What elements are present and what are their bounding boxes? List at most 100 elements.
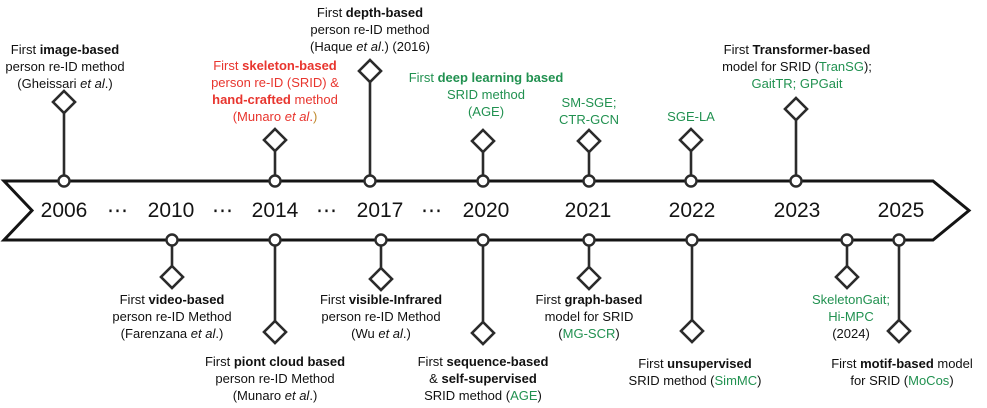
text-segment: et al bbox=[284, 109, 310, 124]
annotation-line: (2024) bbox=[812, 325, 890, 342]
annotation-line: First graph-based bbox=[536, 291, 643, 308]
text-segment: & bbox=[429, 371, 442, 386]
method-name: TranSG bbox=[818, 59, 864, 74]
annotation-line: First visible-Infrared bbox=[320, 291, 442, 308]
annotation-line: model for SRID bbox=[536, 308, 643, 325]
diamond-icon bbox=[470, 320, 496, 346]
year-label-2021: 2021 bbox=[564, 199, 612, 222]
annotation-line: First image-based bbox=[5, 41, 124, 58]
annotation-line: First piont cloud based bbox=[205, 353, 345, 370]
annotation-line: SM-SGE; bbox=[559, 94, 619, 111]
text-segment: et al bbox=[356, 39, 381, 54]
text-segment: person re-ID Method bbox=[215, 371, 335, 386]
diamond-icon bbox=[783, 96, 809, 122]
annotation-line: hand-crafted method bbox=[211, 91, 339, 108]
milestone-marker-2021-top bbox=[576, 128, 602, 188]
year-label-2014: 2014 bbox=[251, 199, 299, 222]
annotation-line: person re-ID (SRID) & bbox=[211, 74, 339, 91]
text-segment: et al bbox=[378, 326, 403, 341]
diamond-icon bbox=[470, 128, 496, 154]
annotation-line: person re-ID Method bbox=[320, 308, 442, 325]
year-label-2010: 2010 bbox=[147, 199, 195, 222]
text-segment: First bbox=[831, 356, 861, 371]
annotation-line: First motif-based model bbox=[831, 355, 973, 372]
milestone-marker-2025-bottom bbox=[886, 233, 912, 344]
diamond-icon bbox=[678, 127, 704, 153]
text-segment: self-supervised bbox=[441, 371, 537, 386]
text-segment: (2024) bbox=[832, 326, 870, 341]
node-circle-icon bbox=[363, 174, 377, 188]
text-segment: .) bbox=[309, 388, 318, 403]
annotation-line: SRID method bbox=[409, 86, 564, 103]
text-segment: motif-based bbox=[860, 356, 934, 371]
milestone-marker-2014-bottom bbox=[262, 233, 288, 345]
node-circle-icon bbox=[582, 233, 596, 247]
node-circle-icon bbox=[268, 233, 282, 247]
text-segment: model for SRID bbox=[544, 309, 634, 324]
text-segment: ); bbox=[863, 59, 872, 74]
text-segment: First bbox=[10, 42, 40, 57]
year-label-2017: 2017 bbox=[356, 199, 404, 222]
annotation-line: SGE-LA bbox=[667, 108, 715, 125]
method-name: SkeletonGait; bbox=[811, 292, 891, 307]
diamond-icon bbox=[834, 264, 860, 290]
annotation-2020-deep-learning: First deep learning based SRID method (A… bbox=[409, 69, 564, 120]
milestone-marker-2016-top bbox=[357, 58, 383, 188]
node-circle-icon bbox=[374, 233, 388, 247]
text-segment: First bbox=[319, 292, 349, 307]
annotation-line: (Gheissari et al.) bbox=[5, 75, 124, 92]
milestone-marker-2021-bottom bbox=[576, 233, 602, 291]
milestone-marker-2010-bottom bbox=[159, 233, 185, 290]
annotation-line: Hi-MPC bbox=[812, 308, 890, 325]
diamond-icon bbox=[679, 318, 705, 344]
ellipsis-gap: ⋯ bbox=[107, 199, 129, 223]
text-segment: .) (2016) bbox=[380, 39, 430, 54]
text-segment: sequence-based bbox=[446, 354, 549, 369]
annotation-line: & self-supervised bbox=[418, 370, 549, 387]
text-segment: SRID method ( bbox=[628, 373, 715, 388]
text-segment: First bbox=[119, 292, 149, 307]
text-segment: ) bbox=[949, 373, 954, 388]
annotation-line: CTR-GCN bbox=[559, 111, 619, 128]
text-segment: ( bbox=[558, 326, 563, 341]
annotation-2021-sm-sge: SM-SGE; CTR-GCN bbox=[559, 94, 619, 128]
text-segment: First bbox=[723, 42, 753, 57]
annotation-line: First Transformer-based bbox=[722, 41, 872, 58]
text-segment: for SRID ( bbox=[850, 373, 909, 388]
text-segment: skeleton-based bbox=[242, 58, 337, 73]
annotation-2017-visible-infrared: First visible-Infrared person re-ID Meth… bbox=[320, 291, 442, 342]
text-segment: First bbox=[535, 292, 565, 307]
annotation-2022-unsupervised: First unsupervised SRID method (SimMC) bbox=[629, 355, 762, 389]
text-segment: hand-crafted bbox=[212, 92, 291, 107]
text-segment: First bbox=[204, 354, 234, 369]
annotation-line: (AGE) bbox=[409, 103, 564, 120]
text-segment: SRID method ( bbox=[424, 388, 511, 403]
annotation-line: model for SRID (TranSG); bbox=[722, 58, 872, 75]
timeline-band bbox=[0, 179, 972, 242]
text-segment: graph-based bbox=[564, 292, 643, 307]
ellipsis-gap: ⋯ bbox=[421, 199, 443, 223]
text-segment: .) bbox=[104, 76, 113, 91]
text-segment: et al bbox=[80, 76, 105, 91]
milestone-marker-2022-bottom bbox=[679, 233, 705, 344]
milestone-marker-2020-top bbox=[470, 128, 496, 188]
text-segment: (Munaro bbox=[232, 109, 285, 124]
text-segment: deep learning based bbox=[437, 70, 564, 85]
year-label-2020: 2020 bbox=[462, 199, 510, 222]
method-name: Hi-MPC bbox=[828, 309, 874, 324]
text-segment: .) bbox=[402, 326, 411, 341]
annotation-2021-graph-based: First graph-based model for SRID (MG-SCR… bbox=[536, 291, 643, 342]
text-segment: First bbox=[408, 70, 438, 85]
annotation-line: (Munaro et al.) bbox=[211, 108, 339, 125]
text-segment: unsupervised bbox=[667, 356, 752, 371]
text-segment: First bbox=[417, 354, 447, 369]
annotation-line: First sequence-based bbox=[418, 353, 549, 370]
year-label-2025: 2025 bbox=[877, 199, 925, 222]
annotation-line: person re-ID Method bbox=[112, 308, 231, 325]
annotation-line: First depth-based bbox=[310, 4, 430, 21]
annotation-line: (Farenzana et al.) bbox=[112, 325, 231, 342]
annotation-line: GaitTR; GPGait bbox=[722, 75, 872, 92]
text-segment: First bbox=[316, 5, 346, 20]
milestone-marker-2017-bottom bbox=[368, 233, 394, 292]
node-circle-icon bbox=[840, 233, 854, 247]
